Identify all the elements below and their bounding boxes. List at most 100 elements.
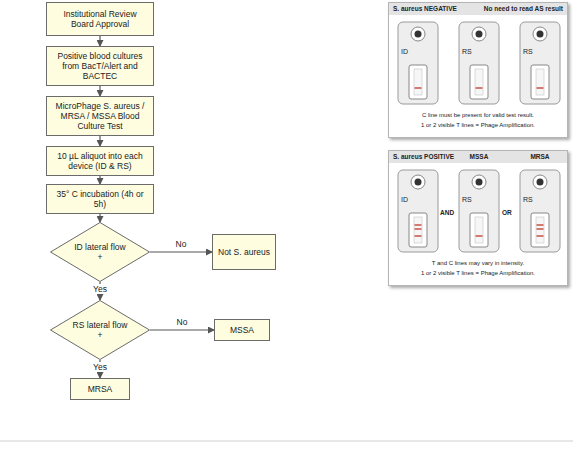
decision-text: RS lateral flow + xyxy=(71,320,129,340)
process-box: Not S. aureus xyxy=(212,234,276,270)
sample-well xyxy=(533,27,547,41)
decision-diamond: ID lateral flow + xyxy=(50,222,150,282)
sample-well-hole xyxy=(537,179,544,186)
lateral-flow-device: RS xyxy=(458,21,500,105)
flow-arrow xyxy=(99,214,100,222)
test-cassette xyxy=(397,21,439,105)
lateral-flow-device: ID xyxy=(397,169,439,253)
cassette-body xyxy=(520,22,560,104)
test-line xyxy=(476,87,483,88)
test-cassette xyxy=(519,21,561,105)
sample-well-hole xyxy=(537,31,544,38)
result-window xyxy=(470,213,488,247)
test-strip xyxy=(414,217,422,243)
test-line xyxy=(476,235,483,236)
flow-arrow xyxy=(99,36,100,46)
cassette-body xyxy=(398,22,438,104)
test-line xyxy=(415,235,422,236)
test-strip xyxy=(536,217,544,243)
test-strip xyxy=(414,69,422,95)
sample-well-hole xyxy=(476,179,483,186)
lateral-flow-device: RS xyxy=(519,21,561,105)
result-window xyxy=(531,65,549,99)
test-line xyxy=(415,224,422,225)
cassette-body xyxy=(459,170,499,252)
device-label: RS xyxy=(462,196,472,204)
lateral-flow-device: MRSARS xyxy=(519,169,561,253)
box-text: 10 µL aliquot into each device (ID & RS) xyxy=(51,151,149,171)
process-box: MRSA xyxy=(70,378,130,400)
test-cassette xyxy=(519,169,561,253)
test-strip xyxy=(475,69,483,95)
test-cassette xyxy=(397,169,439,253)
panel-text: C line must be present for valid test re… xyxy=(389,111,567,119)
sample-well-hole xyxy=(415,179,422,186)
panel-text: No need to read AS result xyxy=(484,5,563,13)
result-window xyxy=(470,65,488,99)
operator-label: OR xyxy=(502,209,512,217)
device-label: MSSA xyxy=(458,153,500,161)
sample-well xyxy=(533,175,547,189)
test-line xyxy=(537,228,544,229)
edge-label: No xyxy=(176,317,189,327)
device-label: RS xyxy=(462,48,472,56)
flow-arrow xyxy=(99,136,100,146)
device-label: RS xyxy=(523,48,533,56)
flow-arrow xyxy=(150,329,214,330)
edge-label: No xyxy=(175,239,188,249)
lateral-flow-device: ID xyxy=(397,21,439,105)
edge-label: Yes xyxy=(92,362,108,372)
edge-label: Yes xyxy=(92,284,108,294)
test-line xyxy=(537,235,544,236)
process-box: MSSA xyxy=(214,319,270,341)
device-label: RS xyxy=(523,196,533,204)
process-box: Positive blood cultures from BacT/Alert … xyxy=(46,46,154,86)
box-text: MRSA xyxy=(88,384,113,394)
result-panel: S. aureus POSITIVE T and C lines may vary… xyxy=(388,150,568,286)
decision-text: ID lateral flow + xyxy=(71,242,129,262)
box-text: MicroPhage S. aureus / MRSA / MSSA Blood… xyxy=(51,101,149,131)
result-window xyxy=(531,213,549,247)
panel-text: 1 or 2 visible T lines = Phage Amplifica… xyxy=(389,269,567,277)
sample-well xyxy=(411,175,425,189)
device-label: ID xyxy=(401,48,408,56)
lateral-flow-device: MSSARS xyxy=(458,169,500,253)
device-label: ID xyxy=(401,196,408,204)
sample-well-hole xyxy=(476,31,483,38)
sample-well xyxy=(411,27,425,41)
test-cassette xyxy=(458,169,500,253)
flow-arrow xyxy=(150,251,212,252)
sample-well-hole xyxy=(415,31,422,38)
box-text: 35° C incubation (4h or 5h) xyxy=(51,189,149,209)
panel-text: S. aureus POSITIVE xyxy=(393,153,454,161)
result-window xyxy=(409,65,427,99)
flow-arrow xyxy=(99,86,100,96)
footer-rule xyxy=(0,441,573,442)
test-cassette xyxy=(458,21,500,105)
box-text: Positive blood cultures from BacT/Alert … xyxy=(51,51,149,81)
panel-text: 1 or 2 visible T lines = Phage Amplifica… xyxy=(389,121,567,129)
flow-arrow xyxy=(99,176,100,184)
box-text: Institutional Review Board Approval xyxy=(51,9,149,29)
process-box: 10 µL aliquot into each device (ID & RS) xyxy=(46,146,154,176)
box-text: MSSA xyxy=(230,325,254,335)
test-line xyxy=(537,224,544,225)
test-strip xyxy=(475,217,483,243)
process-box: 35° C incubation (4h or 5h) xyxy=(46,184,154,214)
test-line xyxy=(537,87,544,88)
cassette-body xyxy=(520,170,560,252)
test-strip xyxy=(536,69,544,95)
panel-text: T and C lines may vary in intensity. xyxy=(389,259,567,267)
cassette-body xyxy=(398,170,438,252)
diamond-shape xyxy=(51,223,150,282)
process-box: Institutional Review Board Approval xyxy=(46,2,154,36)
cassette-body xyxy=(459,22,499,104)
sample-well xyxy=(472,175,486,189)
panel-text: S. aureus NEGATIVE xyxy=(393,5,457,13)
sample-well xyxy=(472,27,486,41)
diamond-shape xyxy=(51,301,150,360)
device-label: MRSA xyxy=(519,153,561,161)
test-line xyxy=(415,87,422,88)
process-box: MicroPhage S. aureus / MRSA / MSSA Blood… xyxy=(46,96,154,136)
